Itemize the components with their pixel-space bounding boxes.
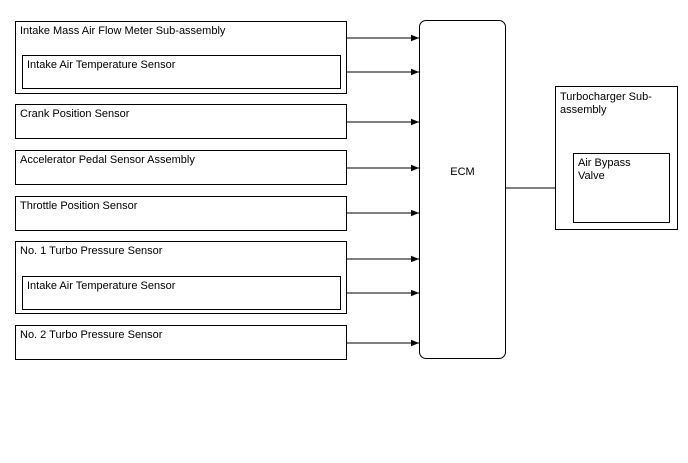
- crank-label: Crank Position Sensor: [20, 108, 130, 120]
- bypass-valve-label: Air Bypass Valve: [578, 157, 631, 182]
- throttle-box: Throttle Position Sensor: [15, 196, 347, 231]
- turbo1-iat-label: Intake Air Temperature Sensor: [27, 280, 176, 292]
- turbo1-label: No. 1 Turbo Pressure Sensor: [20, 245, 163, 257]
- crank-box: Crank Position Sensor: [15, 104, 347, 139]
- throttle-label: Throttle Position Sensor: [20, 200, 138, 212]
- accel-label: Accelerator Pedal Sensor Assembly: [20, 154, 195, 166]
- ecm-box: ECM: [419, 20, 506, 359]
- accel-box: Accelerator Pedal Sensor Assembly: [15, 150, 347, 185]
- maf-meter-label: Intake Mass Air Flow Meter Sub-assembly: [20, 25, 226, 37]
- ecm-label: ECM: [450, 166, 475, 178]
- maf-iat-label: Intake Air Temperature Sensor: [27, 59, 176, 71]
- turbocharger-label: Turbocharger Sub-assembly: [560, 91, 652, 116]
- bypass-valve-box: Air Bypass Valve: [573, 153, 670, 223]
- turbo2-label: No. 2 Turbo Pressure Sensor: [20, 329, 163, 341]
- turbo1-iat-box: Intake Air Temperature Sensor: [22, 276, 341, 310]
- turbo2-box: No. 2 Turbo Pressure Sensor: [15, 325, 347, 360]
- maf-iat-box: Intake Air Temperature Sensor: [22, 55, 341, 89]
